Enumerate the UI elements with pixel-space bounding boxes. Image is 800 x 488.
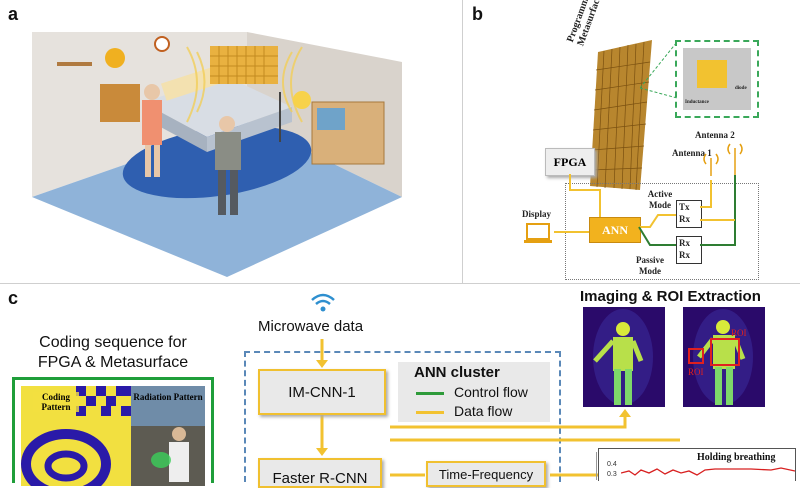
y-tick-2: 0.3 bbox=[607, 471, 617, 478]
display-icon bbox=[524, 223, 552, 243]
antenna-1-label: Antenna 1 bbox=[672, 148, 712, 158]
unit-cell-patch bbox=[697, 60, 727, 88]
antenna-icons bbox=[703, 143, 743, 176]
coding-frame: Coding Pattern Radiation Pattern bbox=[12, 377, 214, 486]
time-frequency-block: Time-Frequency bbox=[426, 461, 546, 487]
roi-label-2: ROI bbox=[688, 367, 704, 377]
panel-label-c: c bbox=[8, 288, 19, 308]
room-illustration bbox=[32, 32, 402, 277]
passive-mode-label: Passive Mode bbox=[636, 255, 664, 276]
active-transceiver: Tx Rx bbox=[676, 200, 702, 228]
inset-inductance-label: Inductance bbox=[685, 100, 709, 105]
ann-block: ANN bbox=[589, 217, 641, 243]
breathing-chart: Holding breathing 0.4 0.3 bbox=[598, 448, 796, 481]
fpga-block: FPGA bbox=[545, 148, 595, 176]
coding-pattern-label: Coding Pattern bbox=[33, 392, 79, 412]
chart-axis-label bbox=[586, 452, 597, 480]
radiation-pattern-label: Radiation Pattern bbox=[133, 392, 203, 402]
rx-label-2: Rx bbox=[679, 250, 690, 260]
divider-horizontal bbox=[0, 283, 800, 284]
inset-diode-label: diode bbox=[735, 86, 747, 91]
panel-label-b: b bbox=[472, 4, 483, 24]
panel-b-connections bbox=[554, 174, 736, 246]
panel-label-a: a bbox=[8, 4, 19, 24]
breathing-signal bbox=[621, 467, 795, 476]
metasurface-panel bbox=[590, 40, 652, 190]
ann-cluster-frame bbox=[244, 351, 561, 482]
tx-label: Tx bbox=[679, 202, 690, 212]
imaging-result-2 bbox=[683, 307, 765, 407]
active-mode-label: Active Mode bbox=[647, 189, 673, 210]
rx-label-1: Rx bbox=[679, 238, 690, 248]
unit-cell-inset: Inductance diode bbox=[675, 40, 759, 118]
display-label: Display bbox=[522, 209, 552, 219]
control-flow-label: Control flow bbox=[454, 384, 528, 400]
roi-label-1: ROI bbox=[731, 328, 747, 338]
holding-breathing-label: Holding breathing bbox=[697, 452, 776, 463]
imaging-title: Imaging & ROI Extraction bbox=[580, 288, 761, 305]
data-flow-label: Data flow bbox=[454, 403, 513, 419]
ann-cluster-legend: ANN cluster Control flow Data flow bbox=[398, 362, 550, 422]
passive-receiver: Rx Rx bbox=[676, 236, 702, 264]
antenna-2-label: Antenna 2 bbox=[695, 130, 735, 140]
ann-cluster-title: ANN cluster bbox=[414, 364, 500, 381]
coding-sequence-title: Coding sequence for FPGA & Metasurface bbox=[37, 334, 189, 371]
data-flow-swatch bbox=[416, 411, 444, 414]
rx-label: Rx bbox=[679, 214, 690, 224]
faster-rcnn-block: Faster R-CNN bbox=[258, 458, 382, 488]
im-cnn-block: IM-CNN-1 bbox=[258, 369, 386, 415]
wifi-icon bbox=[311, 293, 335, 312]
radiation-pattern-image bbox=[131, 386, 205, 486]
imaging-result-1 bbox=[583, 307, 665, 407]
inset-connector bbox=[640, 41, 678, 99]
divider-vertical bbox=[462, 0, 463, 283]
y-tick-1: 0.4 bbox=[607, 461, 617, 468]
microwave-data-label: Microwave data bbox=[258, 318, 364, 335]
control-flow-swatch bbox=[416, 392, 444, 395]
panel-c-connections bbox=[316, 339, 680, 477]
